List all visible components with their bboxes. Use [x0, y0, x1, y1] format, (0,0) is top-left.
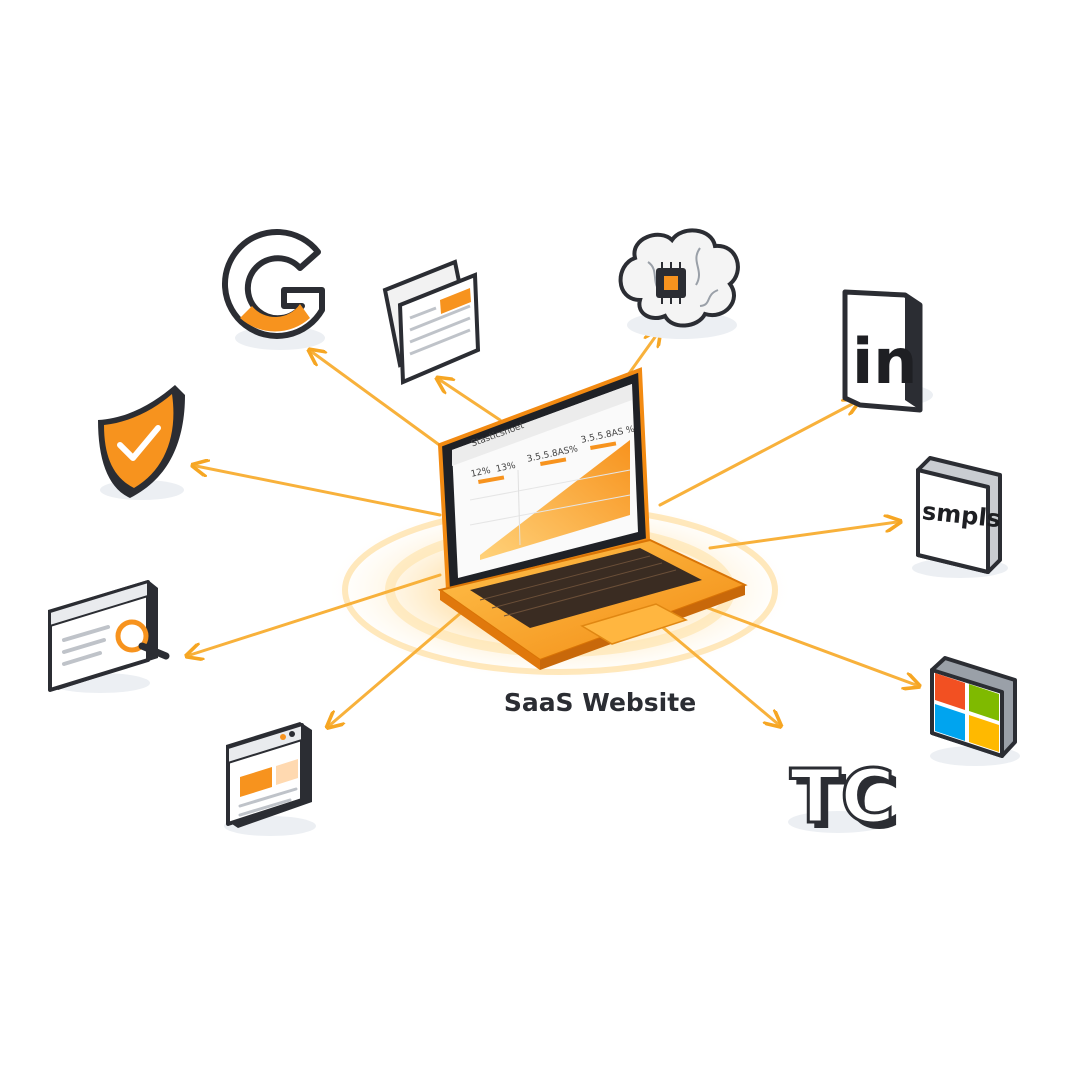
- tc-logo-shadow: TC: [796, 760, 901, 846]
- tc-logo-icon: TC TC: [788, 753, 901, 846]
- smpls-logo-icon: smpls: [912, 456, 1008, 578]
- google-logo-icon: [221, 228, 325, 350]
- security-shield-icon: [98, 385, 185, 500]
- arrow-to-tc: [658, 623, 778, 724]
- microsoft-logo-icon: [930, 656, 1020, 766]
- arrow-to-browser: [330, 603, 472, 725]
- arrow-to-document: [440, 380, 502, 422]
- arrow-to-google: [312, 352, 462, 462]
- arrow-to-microsoft: [698, 603, 916, 685]
- browser-search-icon: [48, 580, 170, 693]
- arrow-to-shield: [196, 466, 442, 517]
- diagram-caption: SaaS Website: [503, 688, 697, 717]
- linkedin-logo-text: in: [852, 325, 917, 398]
- screen-chart-area: [480, 440, 630, 560]
- arrow-to-linkedin: [658, 402, 856, 507]
- laptop-dashboard-icon: [437, 367, 748, 670]
- browser-window-icon: [224, 722, 316, 836]
- ai-brain-chip-icon: [618, 228, 740, 339]
- arrow-to-smpls: [708, 522, 897, 550]
- document-pages-icon: [382, 259, 481, 385]
- connector-arrows: [190, 333, 916, 725]
- linkedin-logo-icon: in: [842, 289, 933, 413]
- arrow-to-browser-search: [190, 573, 442, 655]
- tc-logo-text: TC: [790, 754, 895, 840]
